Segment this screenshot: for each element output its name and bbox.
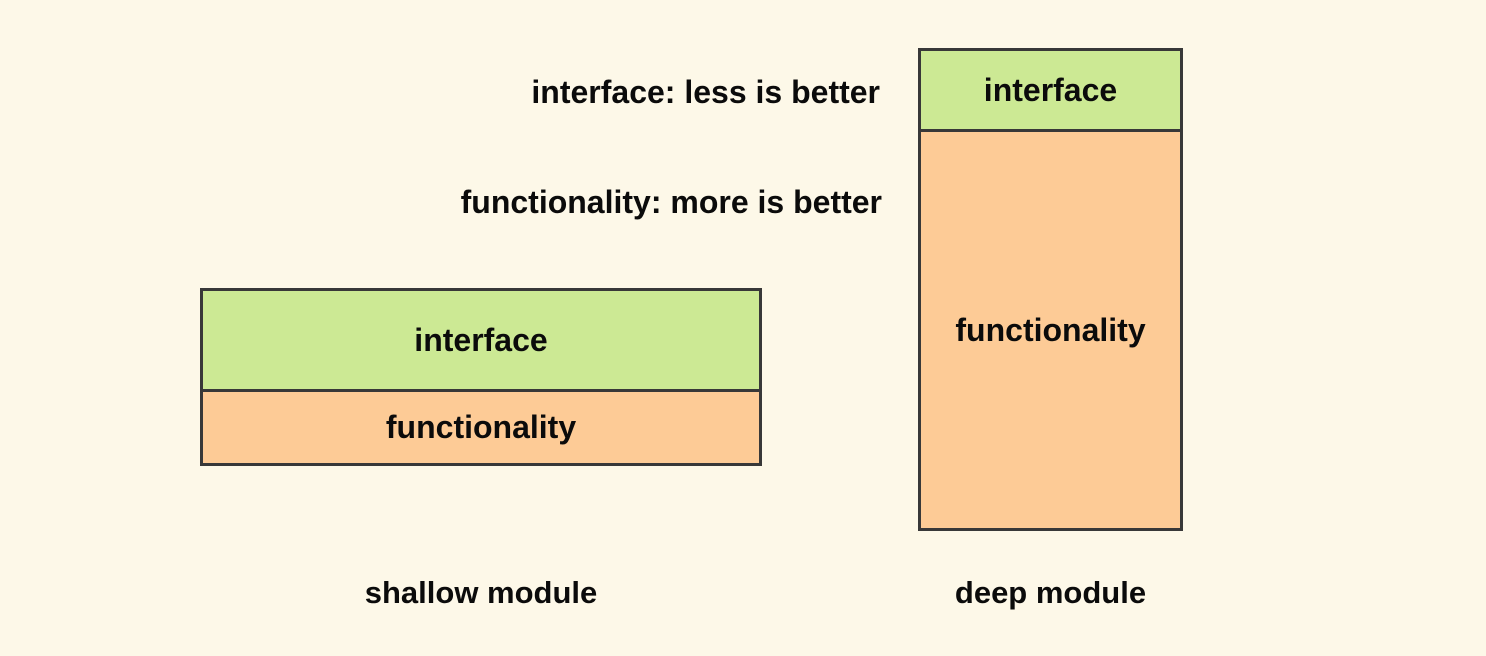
shallow-module-box: interface functionality [200,288,762,466]
shallow-module-functionality-section: functionality [203,392,759,463]
deep-module-box: interface functionality [918,48,1183,531]
deep-module-functionality-section: functionality [921,132,1180,528]
interface-annotation: interface: less is better [531,74,880,110]
functionality-annotation: functionality: more is better [460,184,882,220]
deep-module-interface-section: interface [921,51,1180,132]
deep-module-caption: deep module [954,575,1147,610]
shallow-module-interface-section: interface [203,291,759,392]
shallow-module-caption: shallow module [364,575,598,610]
